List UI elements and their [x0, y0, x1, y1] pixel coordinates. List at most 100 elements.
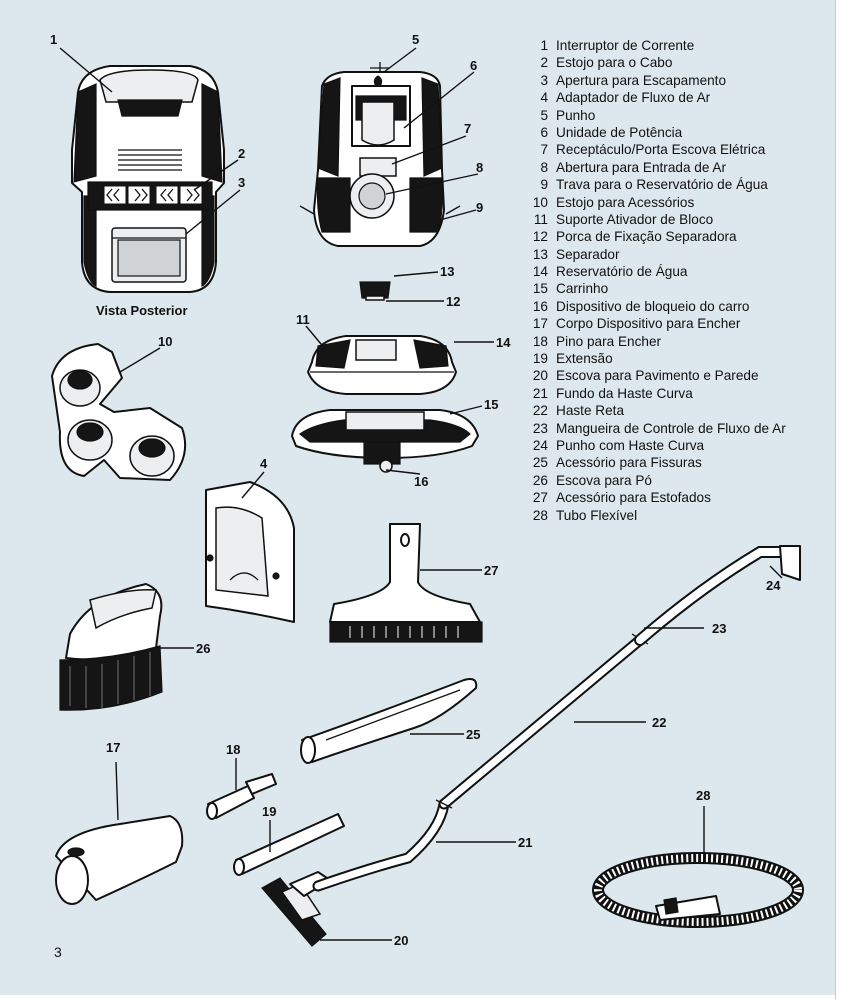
callout-10: 10	[158, 334, 172, 349]
crevice-tool	[300, 678, 478, 764]
legend-item: 15 Carrinho	[524, 280, 786, 297]
legend-item-label: Fundo da Haste Curva	[556, 385, 693, 401]
legend-item: 25 Acessório para Fissuras	[524, 454, 786, 471]
legend-item-label: Receptáculo/Porta Escova Elétrica	[556, 142, 766, 158]
curved-wand	[312, 798, 450, 892]
callout-18: 18	[226, 742, 240, 757]
callout-labels: 1 2 3 5 6 7 8 9 10 11 12 13 14 15 16 4 2…	[50, 32, 781, 948]
legend-item-number: 11	[533, 211, 548, 227]
callout-6: 6	[470, 58, 477, 73]
parts-diagram: 1 2 3 5 6 7 8 9 10 11 12 13 14 15 16 4 2…	[50, 32, 804, 948]
page-number: 3	[54, 944, 62, 960]
legend-item-label: Unidade de Potência	[556, 124, 683, 140]
callout-9: 9	[476, 200, 483, 215]
legend-item-label: Mangueira de Controle de Fluxo de Ar	[556, 420, 786, 436]
upholstery-tool	[329, 523, 483, 643]
callout-16: 16	[414, 474, 428, 489]
filler-body	[55, 815, 184, 905]
wand-handle	[634, 545, 801, 646]
legend-item-number: 6	[540, 124, 548, 140]
legend-item-label: Estojo para o Cabo	[556, 55, 673, 71]
legend-item-number: 13	[532, 246, 548, 262]
legend-item-label: Extensão	[556, 351, 613, 367]
legend-item-number: 27	[532, 490, 548, 506]
straight-wand	[435, 633, 649, 810]
legend-item-label: Punho com Haste Curva	[556, 437, 705, 453]
power-unit	[299, 62, 461, 247]
extension	[233, 813, 345, 876]
legend-item: 6 Unidade de Potência	[524, 124, 786, 141]
legend-item-label: Acessório para Fissuras	[556, 455, 702, 471]
leader-lines	[59, 47, 783, 941]
legend-item: 20 Escova para Pavimento e Parede	[524, 367, 786, 384]
dusting-brush	[59, 583, 163, 711]
legend-item-number: 26	[532, 472, 548, 488]
airflow-adapter	[205, 481, 295, 623]
callout-2: 2	[238, 146, 245, 161]
legend-item: 19 Extensão	[524, 350, 786, 367]
water-basin	[307, 335, 457, 395]
callout-24: 24	[766, 578, 781, 593]
legend-item-number: 18	[532, 333, 548, 349]
legend-item: 26 Escova para Pó	[524, 472, 786, 489]
callout-17: 17	[106, 740, 120, 755]
legend-item-label: Carrinho	[556, 281, 609, 297]
callout-13: 13	[440, 264, 454, 279]
legend-item-number: 14	[532, 264, 548, 280]
legend-item-number: 16	[532, 298, 548, 314]
legend-item-label: Punho	[556, 107, 596, 123]
legend-item-label: Acessório para Estofados	[556, 490, 711, 506]
accessory-caddy	[51, 343, 186, 481]
legend-item-label: Tubo Flexível	[556, 507, 638, 523]
legend-item-number: 19	[532, 351, 548, 367]
legend-item-number: 24	[532, 437, 548, 453]
callout-26: 26	[196, 641, 210, 656]
legend-item-number: 12	[532, 229, 548, 245]
legend-item-number: 7	[540, 142, 548, 158]
caddy-knob-1	[59, 369, 101, 407]
legend-item: 18 Pino para Encher	[524, 333, 786, 350]
callout-3: 3	[238, 175, 245, 190]
legend-item-label: Reservatório de Água	[556, 264, 688, 280]
legend-item-number: 1	[540, 38, 548, 53]
caddy-knob-2	[67, 419, 113, 461]
legend-item: 12 Porca de Fixação Separadora	[524, 228, 786, 245]
legend-item-label: Escova para Pó	[556, 472, 652, 488]
page-edge	[835, 0, 853, 1000]
legend-item-label: Pino para Encher	[556, 333, 662, 349]
callout-5: 5	[412, 32, 419, 47]
callout-22: 22	[652, 715, 666, 730]
legend-item-label: Trava para o Reservatório de Água	[556, 177, 768, 193]
callout-14: 14	[496, 335, 511, 350]
legend-item-number: 25	[532, 455, 548, 471]
callout-21: 21	[518, 835, 532, 850]
rear-view-unit	[71, 65, 225, 293]
legend-item: 11 Suporte Ativador de Bloco	[524, 211, 786, 228]
callout-25: 25	[466, 727, 480, 742]
hose	[592, 852, 804, 928]
legend-item-number: 22	[532, 403, 548, 419]
callout-12: 12	[446, 294, 460, 309]
legend-item-number: 15	[532, 281, 548, 297]
legend-item-label: Escova para Pavimento e Parede	[556, 368, 759, 384]
legend-item-label: Haste Reta	[556, 403, 625, 419]
legend-item-number: 3	[540, 72, 548, 88]
legend-item-label: Porca de Fixação Separadora	[556, 229, 737, 245]
legend-item-number: 4	[540, 90, 548, 106]
callout-8: 8	[476, 160, 483, 175]
legend-item-label: Suporte Ativador de Bloco	[556, 211, 714, 227]
callout-23: 23	[712, 621, 726, 636]
legend-item: 14 Reservatório de Água	[524, 263, 786, 280]
legend-item: 27 Acessório para Estofados	[524, 489, 786, 506]
legend-item-number: 20	[532, 368, 548, 384]
